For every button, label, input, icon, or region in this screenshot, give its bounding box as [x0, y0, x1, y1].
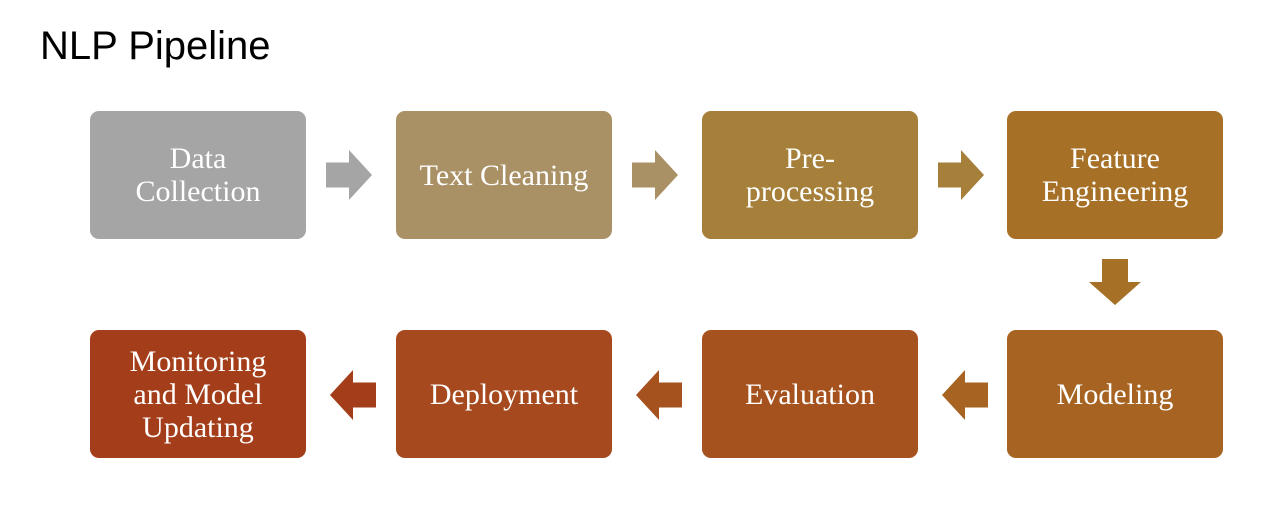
arrow-left-icon — [942, 370, 988, 420]
arrow-right-icon — [632, 150, 678, 200]
arrow-down-icon — [1089, 259, 1141, 305]
arrow-left-icon — [330, 370, 376, 420]
arrow-right-icon — [938, 150, 984, 200]
step-data-collection: Data Collection — [90, 111, 306, 239]
step-feature-engineering: Feature Engineering — [1007, 111, 1223, 239]
step-pre-processing: Pre- processing — [702, 111, 918, 239]
arrow-right-icon — [326, 150, 372, 200]
step-modeling: Modeling — [1007, 330, 1223, 458]
step-text-cleaning: Text Cleaning — [396, 111, 612, 239]
step-deployment: Deployment — [396, 330, 612, 458]
step-monitoring-and-model-updating: Monitoring and Model Updating — [90, 330, 306, 458]
diagram-title: NLP Pipeline — [40, 24, 271, 68]
step-evaluation: Evaluation — [702, 330, 918, 458]
arrow-left-icon — [636, 370, 682, 420]
